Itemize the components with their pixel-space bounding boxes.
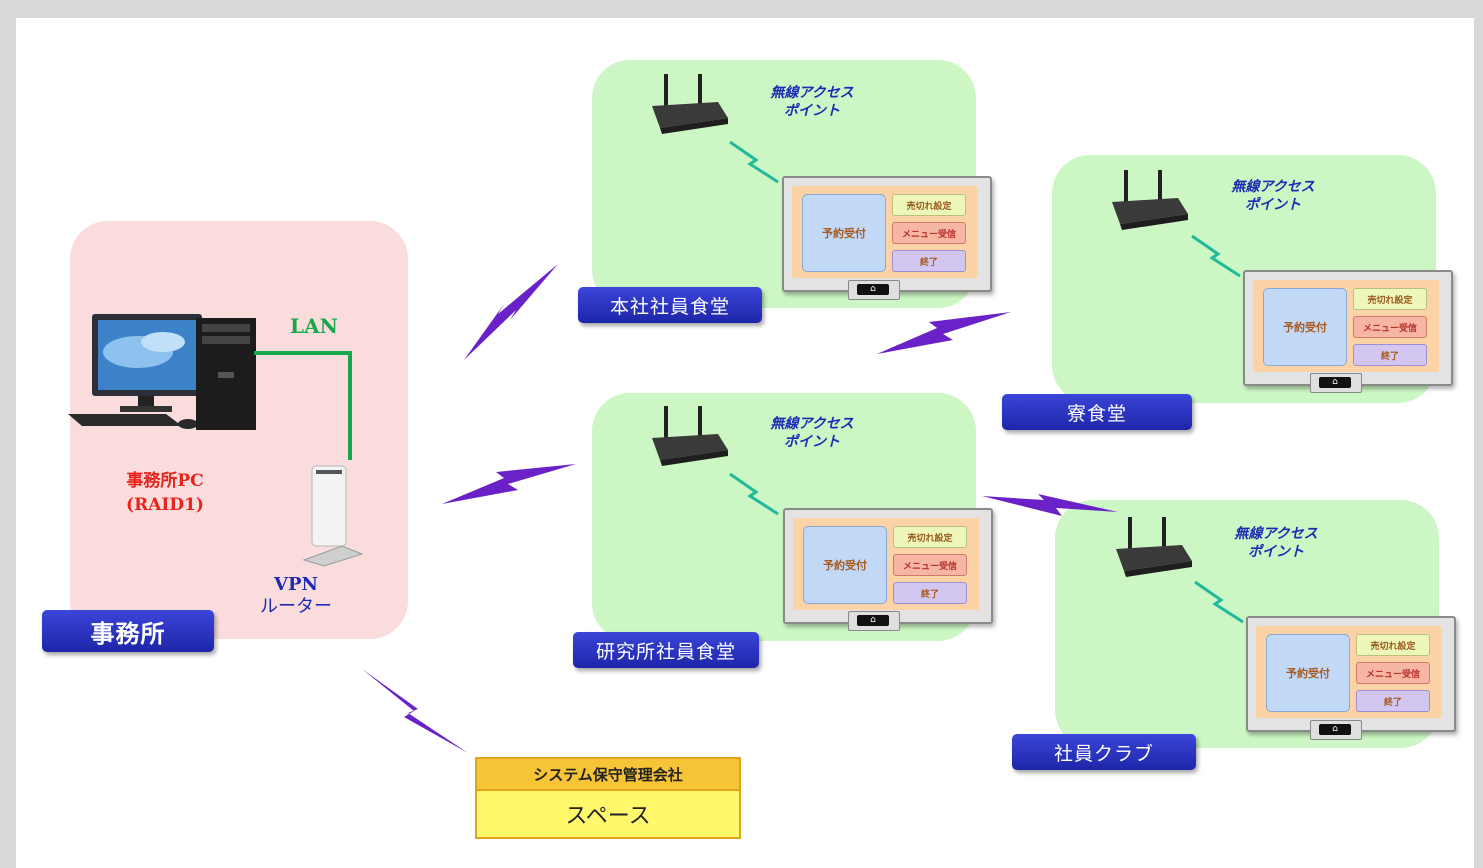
menu-receive-button[interactable]: メニュー受信: [893, 554, 967, 576]
order-terminal: 予約受付 売切れ設定 メニュー受信 終了: [1243, 270, 1453, 386]
end-button[interactable]: 終了: [1353, 344, 1427, 366]
lightning-icon: [877, 312, 1011, 354]
ap-line2: ポイント: [784, 434, 840, 450]
ap-line2: ポイント: [784, 103, 840, 119]
card-reader-icon: ⌂: [1319, 724, 1351, 735]
reserve-button[interactable]: 予約受付: [1266, 634, 1350, 712]
sold-out-button[interactable]: 売切れ設定: [1353, 288, 1427, 310]
card-reader-icon: ⌂: [857, 615, 889, 626]
card-reader: ⌂: [848, 280, 900, 300]
lightning-icon: [362, 669, 468, 753]
ap-line2: ポイント: [1245, 197, 1301, 213]
end-button[interactable]: 終了: [892, 250, 966, 272]
terminal-screen: 予約受付 売切れ設定 メニュー受信 終了: [792, 186, 978, 278]
sold-out-button[interactable]: 売切れ設定: [892, 194, 966, 216]
terminal-screen: 予約受付 売切れ設定 メニュー受信 終了: [1256, 626, 1442, 718]
card-reader: ⌂: [1310, 720, 1362, 740]
menu-receive-button[interactable]: メニュー受信: [892, 222, 966, 244]
maintenance-body: スペース: [477, 789, 739, 837]
wireless-signal-icon: [729, 472, 779, 516]
access-point-label: 無線アクセス ポイント: [742, 84, 882, 120]
order-terminal: 予約受付 売切れ設定 メニュー受信 終了: [782, 176, 992, 292]
vpn-label: VPN ルーター: [236, 574, 356, 618]
lightning-icon: [982, 494, 1118, 516]
terminal-screen: 予約受付 売切れ設定 メニュー受信 終了: [1253, 280, 1439, 372]
site-tag-ryo: 寮食堂: [1002, 394, 1192, 430]
access-point-label: 無線アクセス ポイント: [1206, 525, 1346, 561]
lan-cable: [254, 351, 352, 460]
menu-receive-button[interactable]: メニュー受信: [1353, 316, 1427, 338]
site-tag-honsha: 本社社員食堂: [578, 287, 762, 323]
site-tag-club: 社員クラブ: [1012, 734, 1196, 770]
ap-line1: 無線アクセス: [1231, 179, 1315, 195]
office-pc-label: 事務所PC (RAID1): [90, 469, 240, 517]
lan-label: LAN: [290, 314, 338, 338]
wireless-signal-icon: [1191, 234, 1241, 278]
wireless-signal-icon: [1194, 580, 1244, 624]
end-button[interactable]: 終了: [1356, 690, 1430, 712]
card-reader: ⌂: [848, 611, 900, 631]
ap-line1: 無線アクセス: [770, 85, 854, 101]
ap-line1: 無線アクセス: [770, 416, 854, 432]
office-pc-name: 事務所PC: [126, 471, 204, 491]
maintenance-title: システム保守管理会社: [477, 759, 739, 789]
order-terminal: 予約受付 売切れ設定 メニュー受信 終了: [1246, 616, 1456, 732]
card-reader-icon: ⌂: [1319, 377, 1351, 388]
wireless-router-icon: [1112, 170, 1188, 230]
ap-line2: ポイント: [1248, 544, 1304, 560]
menu-receive-button[interactable]: メニュー受信: [1356, 662, 1430, 684]
card-reader: ⌂: [1310, 373, 1362, 393]
end-button[interactable]: 終了: [893, 582, 967, 604]
access-point-label: 無線アクセス ポイント: [742, 415, 882, 451]
sold-out-button[interactable]: 売切れ設定: [1356, 634, 1430, 656]
sold-out-button[interactable]: 売切れ設定: [893, 526, 967, 548]
vpn-label-title: VPN: [274, 574, 318, 595]
reserve-button[interactable]: 予約受付: [803, 526, 887, 604]
office-pc-raid: (RAID1): [126, 495, 204, 515]
office-tag: 事務所: [42, 610, 214, 652]
office-pc-icon: [68, 314, 256, 430]
wireless-signal-icon: [729, 140, 779, 184]
site-tag-kenkyujo: 研究所社員食堂: [573, 632, 759, 668]
access-point-label: 無線アクセス ポイント: [1203, 178, 1343, 214]
reserve-button[interactable]: 予約受付: [802, 194, 886, 272]
terminal-screen: 予約受付 売切れ設定 メニュー受信 終了: [793, 518, 979, 610]
order-terminal: 予約受付 売切れ設定 メニュー受信 終了: [783, 508, 993, 624]
lightning-icon: [442, 464, 576, 504]
reserve-button[interactable]: 予約受付: [1263, 288, 1347, 366]
maintenance-company-box: システム保守管理会社 スペース: [475, 757, 741, 839]
wireless-router-icon: [652, 406, 728, 466]
vpn-router-icon: [302, 465, 364, 567]
wireless-router-icon: [1116, 517, 1192, 577]
lightning-icon: [464, 264, 558, 360]
ap-line1: 無線アクセス: [1234, 526, 1318, 542]
wireless-router-icon: [652, 74, 728, 134]
card-reader-icon: ⌂: [857, 284, 889, 295]
vpn-label-sub: ルーター: [260, 596, 332, 617]
